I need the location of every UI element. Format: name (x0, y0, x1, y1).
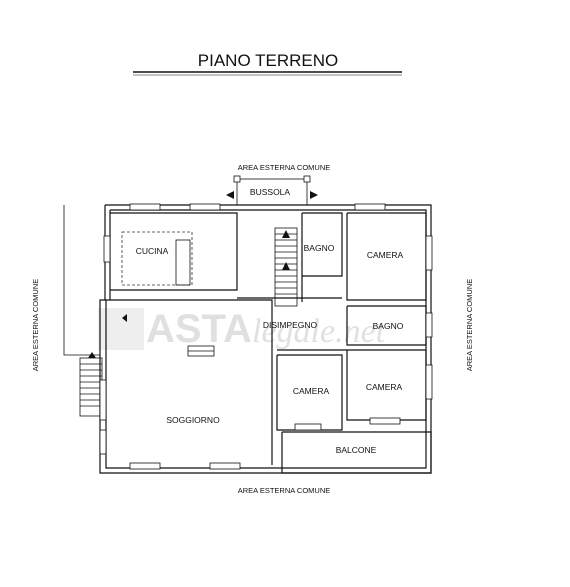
room-label-bagno-top: BAGNO (304, 243, 335, 253)
room-label-camera-top: CAMERA (367, 250, 404, 260)
external-label-right: AREA ESTERNA COMUNE (465, 279, 474, 372)
entry-arrow-icon (122, 314, 127, 322)
windows (99, 203, 433, 470)
camera-top-room: CAMERA (346, 212, 427, 301)
watermark: ASTA legale.net (98, 307, 387, 351)
room-label-disimpegno: DISIMPEGNO (263, 320, 318, 330)
camera-bl-room: CAMERA (276, 354, 343, 431)
entry-arrow-icon (226, 191, 234, 199)
soggiorno-room: SOGGIORNO (110, 299, 273, 465)
cucina-room: CUCINA (110, 212, 238, 291)
camera-br-room: CAMERA (346, 349, 427, 421)
external-label-bottom: AREA ESTERNA COMUNE (238, 486, 331, 495)
bagno-top-room: BAGNO (301, 212, 343, 277)
external-staircase (63, 205, 103, 417)
balcone-area: BALCONE (281, 431, 432, 474)
bagno-mid-room: BAGNO (346, 305, 427, 346)
room-label-bagno-mid: BAGNO (373, 321, 404, 331)
room-label-bussola: BUSSOLA (250, 187, 290, 197)
external-label-top: AREA ESTERNA COMUNE (238, 163, 331, 172)
plan-title: PIANO TERRENO (198, 51, 338, 70)
external-label-left: AREA ESTERNA COMUNE (31, 279, 40, 372)
room-label-balcone: BALCONE (336, 445, 377, 455)
bussola-room: BUSSOLA (233, 175, 311, 206)
room-label-soggiorno: SOGGIORNO (166, 415, 220, 425)
room-label-cucina: CUCINA (136, 246, 169, 256)
inner-staircase (274, 227, 298, 307)
watermark-brand: ASTA (146, 307, 252, 351)
watermark-domain: legale.net (252, 313, 387, 350)
entry-arrow-icon (310, 191, 318, 199)
disimpegno-area: DISIMPEGNO (237, 276, 347, 351)
room-label-camera-br: CAMERA (366, 382, 403, 392)
room-label-camera-bl: CAMERA (293, 386, 330, 396)
